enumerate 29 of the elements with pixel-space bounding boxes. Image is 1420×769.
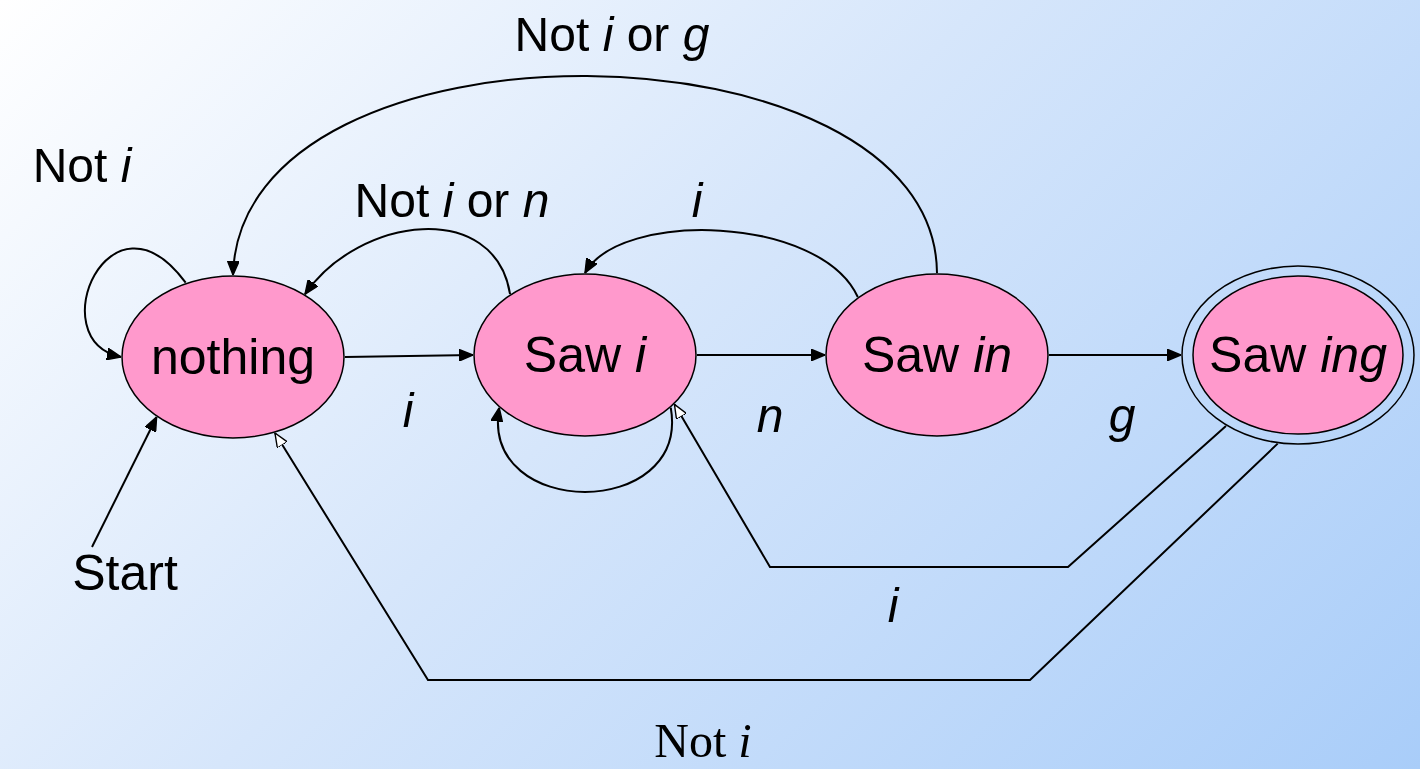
arrow <box>492 406 673 493</box>
edge-label: n <box>756 387 784 443</box>
edge-label: i <box>691 172 703 228</box>
edge-label: Not i or g <box>514 6 710 62</box>
edge-label: i <box>402 382 414 438</box>
arrow <box>584 229 859 298</box>
start-label: Start <box>71 544 179 602</box>
edge-label: i <box>887 577 899 633</box>
state-name: Saw i <box>522 326 648 384</box>
arrow <box>91 415 158 548</box>
arrow <box>696 348 826 362</box>
state-name: nothing <box>149 328 316 386</box>
arrow <box>230 75 938 276</box>
arrow <box>1048 348 1182 362</box>
arrow <box>304 228 512 296</box>
state-ellipse <box>825 273 1049 437</box>
edge-label: g <box>1108 387 1136 443</box>
arrow <box>673 403 1227 568</box>
arrow <box>273 432 1279 681</box>
edge-label: Not i or n <box>354 172 550 228</box>
state-ellipse <box>473 273 697 437</box>
state-ellipse <box>121 275 345 439</box>
state-name: Saw ing <box>1208 326 1388 384</box>
arrow <box>83 247 187 358</box>
edge-label: Not i <box>32 137 132 193</box>
edge-label: Not i <box>654 712 752 768</box>
accepting-state-ellipse <box>1181 265 1415 445</box>
state-name: Saw in <box>860 326 1014 384</box>
arrow <box>344 348 474 362</box>
